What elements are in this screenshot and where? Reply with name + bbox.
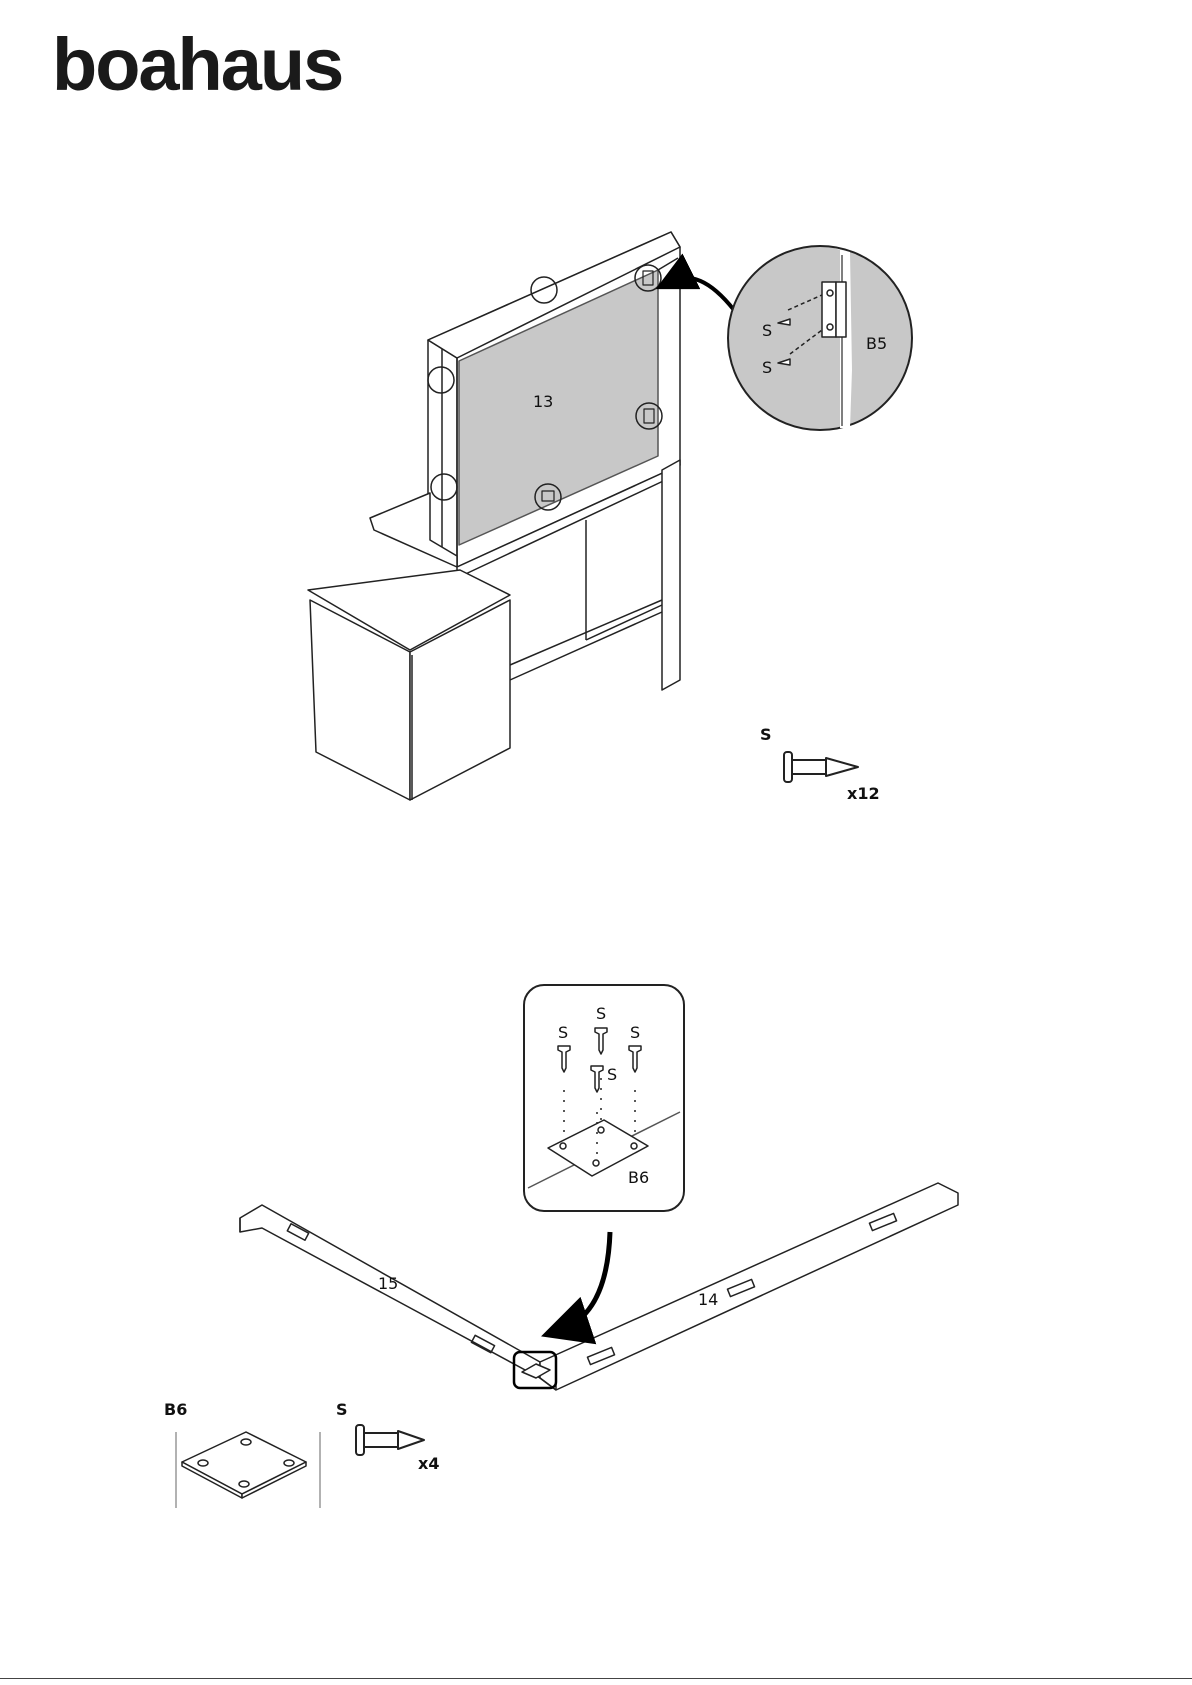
detail-screw-label: S [596, 1006, 606, 1022]
detail-screw-label: S [762, 360, 772, 376]
detail-screw-label: S [607, 1067, 617, 1083]
bracket-label: B5 [866, 336, 887, 352]
board-label: 14 [698, 1292, 718, 1308]
detail-arrow [560, 1232, 610, 1330]
hardware-code: S [336, 1402, 348, 1418]
detail-screw-label: S [558, 1025, 568, 1041]
hardware-qty: x12 [847, 786, 880, 802]
base-frame-illustration [240, 1183, 958, 1390]
hardware-code: S [760, 727, 772, 743]
plate-label: B6 [628, 1170, 649, 1186]
fixing-point-circle [428, 367, 454, 393]
vanity-illustration [308, 232, 734, 800]
hardware-code: B6 [164, 1402, 187, 1418]
plate-b6-icon [176, 1432, 320, 1508]
page-bottom-rule [0, 1678, 1192, 1679]
fixing-point-circle [431, 474, 457, 500]
detail-screw-label: S [630, 1025, 640, 1041]
detail-screw-label: S [762, 323, 772, 339]
screw-s-icon [356, 1425, 424, 1455]
panel-label: 13 [533, 394, 553, 410]
hardware-qty: x4 [418, 1456, 439, 1472]
screw-s-icon [784, 752, 858, 782]
board-label: 15 [378, 1276, 398, 1292]
